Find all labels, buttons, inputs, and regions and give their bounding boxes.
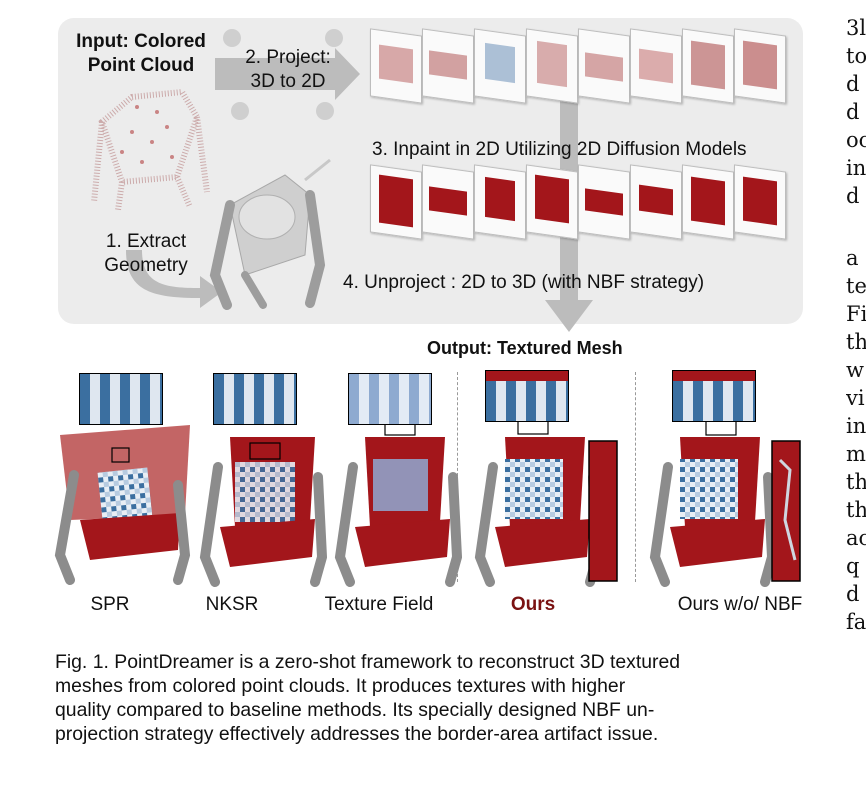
project-arrow bbox=[215, 48, 360, 100]
side-line: vi bbox=[846, 386, 865, 410]
side-line: w bbox=[846, 358, 864, 382]
step2-label: 2. Project: 3D to 2D bbox=[245, 47, 331, 92]
side-line: q bbox=[846, 554, 860, 578]
ours-border-zoom bbox=[588, 440, 618, 582]
step1-label: 1. Extract Geometry bbox=[104, 231, 188, 276]
chair-spr bbox=[54, 425, 191, 585]
caption-line: projection strategy effectively addresse… bbox=[55, 723, 659, 745]
chair-texture-field bbox=[334, 418, 463, 587]
side-line: to bbox=[846, 44, 866, 68]
side-line: d bbox=[846, 184, 860, 208]
separator bbox=[635, 372, 636, 582]
output-label: Output: Textured Mesh bbox=[427, 338, 623, 358]
input-label: Input: Colored Point Cloud bbox=[76, 31, 206, 76]
zoom-inset-ours bbox=[485, 370, 569, 422]
chair-ours-wo-nbf bbox=[649, 418, 778, 587]
side-line: d bbox=[846, 100, 860, 124]
step3-label: 3. Inpaint in 2D Utilizing 2D Diffusion … bbox=[372, 139, 747, 160]
step4-label: 4. Unproject : 2D to 3D (with NBF strate… bbox=[343, 272, 705, 293]
method-label-spr: SPR bbox=[90, 594, 130, 615]
side-line: oc bbox=[846, 128, 866, 152]
side-line: th bbox=[846, 330, 866, 354]
chair-ours bbox=[474, 417, 603, 587]
side-column-text: 3l to d d oc in d a te Fi th w vi in m t… bbox=[846, 14, 866, 636]
method-label-texture-field: Texture Field bbox=[324, 594, 434, 615]
border-artifact bbox=[778, 458, 797, 561]
zoom-inset-nksr bbox=[213, 373, 297, 425]
caption-line: Fig. 1. PointDreamer is a zero-shot fram… bbox=[55, 651, 681, 673]
side-line: d bbox=[846, 72, 860, 96]
side-line: d bbox=[846, 582, 860, 606]
chair-nksr bbox=[199, 437, 328, 587]
figure-caption: Fig. 1. PointDreamer is a zero-shot fram… bbox=[55, 650, 813, 746]
point-cloud-image bbox=[91, 88, 210, 211]
side-line: in bbox=[846, 414, 866, 438]
side-line: th bbox=[846, 498, 866, 522]
zoom-inset-wo-nbf bbox=[672, 370, 756, 422]
caption-line: quality compared to baseline methods. It… bbox=[55, 699, 655, 721]
method-label-wo-nbf: Ours w/o/ NBF bbox=[677, 594, 803, 615]
side-line: ac bbox=[846, 526, 866, 550]
method-label-nksr: NKSR bbox=[205, 594, 259, 615]
side-line: m bbox=[846, 442, 866, 466]
pointer-line bbox=[304, 158, 331, 182]
side-line: Fi bbox=[846, 302, 866, 326]
side-line bbox=[846, 210, 866, 244]
results-figure bbox=[54, 417, 801, 587]
method-label-ours: Ours bbox=[510, 594, 556, 615]
side-line: 3l bbox=[846, 16, 866, 40]
side-line: in bbox=[846, 156, 866, 180]
geometry-chair-image bbox=[209, 174, 326, 310]
side-line: fa bbox=[846, 610, 866, 634]
zoom-inset-spr bbox=[79, 373, 163, 425]
zoom-inset-texture-field bbox=[348, 373, 432, 425]
side-line: th bbox=[846, 470, 866, 494]
extract-arrow bbox=[126, 250, 222, 308]
camera-icon bbox=[223, 29, 343, 120]
side-line: te bbox=[846, 274, 866, 298]
caption-line: meshes from colored point clouds. It pro… bbox=[55, 675, 626, 697]
side-line: a bbox=[846, 246, 859, 270]
